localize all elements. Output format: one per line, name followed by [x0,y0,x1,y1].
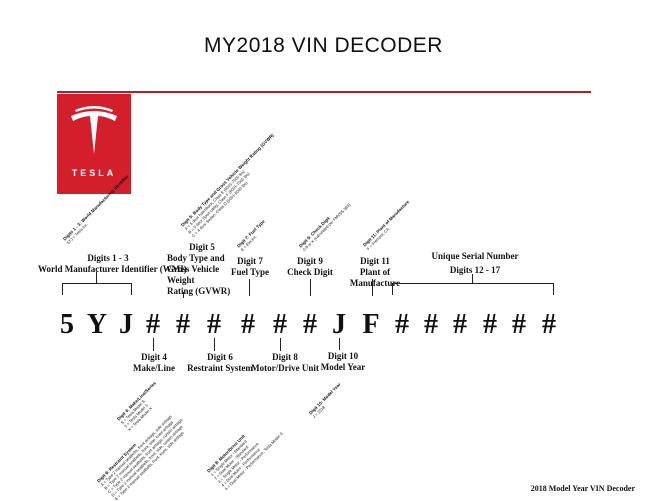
label-digit-11-desc: Plant of Manufacture [349,267,401,288]
page-title: MY2018 VIN DECODER [204,34,443,57]
note-digit-7: Digit 7: Fuel Type E = Electric [236,219,269,252]
connector-digit-8 [280,338,281,351]
connector-digit-7 [249,279,250,296]
note-digit-10: Digit 10: Model Year J = 2018 [308,382,345,419]
vin-char-9: # [303,309,317,340]
note-digit-5: Digit 5: Body Type and Gross Vehicle Wei… [180,133,285,238]
tesla-t-icon [71,106,117,154]
note-digit-11-heading: Digit 11: Plant of Manufacture [362,199,411,248]
vin-char-6: # [207,309,221,340]
note-digit-10-heading: Digit 10: Model Year [308,381,342,416]
label-digit-5: Digit 5 Body Type and Gross Vehicle Weig… [167,242,237,297]
label-wmi: Digits 1 - 3 World Manufacturer Identifi… [38,253,187,275]
vin-char-13: # [424,309,438,340]
label-digit-9-desc: Check Digit [287,267,333,277]
label-digit-5-line4: Rating (GVWR) [167,286,231,296]
connector-serial [472,274,473,283]
label-digit-8: Digit 8 Motor/Drive Unit [250,352,320,374]
vin-char-15: # [483,309,497,340]
label-digit-7: Digit 7 Fuel Type [225,256,275,278]
label-digit-7-title: Digit 7 [237,256,263,266]
note-digit-9-heading: Digit 9: Check Digit [298,215,331,249]
label-digit-9: Digit 9 Check Digit [285,256,335,278]
label-serial: Unique Serial Number Digits 12 - 17 [415,251,535,276]
note-digit-5-line3: C = 4 door Sedan, Class D (5001-6000 lbs… [190,180,249,239]
connector-wmi [96,272,97,283]
note-digit-9-line1: 0-9 or X (calculated per FMVSS 565) [301,202,352,253]
vin-char-2: Y [86,309,108,340]
label-wmi-desc: World Manufacturer Identifier (WMI) [38,264,187,274]
vin-char-5: # [176,309,190,340]
connector-digit-4 [153,338,154,351]
label-digit-5-line2: Gross Vehicle [167,264,220,274]
vin-char-14: # [453,309,467,340]
label-digit-6: Digit 6 Restraint System [180,352,260,374]
note-digit-11: Digit 11: Plant of Manufacture F = Fremo… [362,199,414,251]
note-digit-9: Digit 9: Check Digit 0-9 or X (calculate… [298,199,351,252]
label-digit-5-title: Digit 5 [189,242,215,252]
title-rule [57,91,591,93]
label-serial-title: Unique Serial Number [431,251,519,261]
connector-digit-5 [183,292,184,298]
connector-digit-10 [339,338,340,350]
connector-digit-11 [372,279,373,296]
bracket-serial-right [553,283,554,295]
bracket-wmi-left [62,283,63,295]
label-digit-4-title: Digit 4 [141,352,167,362]
label-digit-10-title: Digit 10 [327,351,359,361]
tesla-logo: TESLA [57,94,131,194]
logo-wordmark: TESLA [71,168,117,178]
note-digit-6-line3: C = Type 2 manual seatbelts, front airba… [106,417,184,495]
label-digit-5-line3: Weight [167,275,195,285]
vin-char-4: # [146,309,160,340]
note-digit-5-line1: A = 5 door hatchback, Class E (6001-7000… [183,168,246,232]
vin-char-17: # [542,309,556,340]
bracket-serial-left [392,283,393,295]
bracket-wmi-right [131,283,132,295]
label-digit-4: Digit 4 Make/Line [128,352,180,374]
vin-char-11: F [362,309,380,340]
note-digit-6: Digit 6: Restraint System A = Type 2 man… [96,407,191,501]
vin-char-7: # [241,309,255,340]
label-digit-10: Digit 10 Model Year [315,351,371,373]
label-digit-11: Digit 11 Plant of Manufacture [335,256,415,289]
label-digit-7-desc: Fuel Type [231,267,269,277]
label-digit-11-title: Digit 11 [360,256,390,266]
label-digit-10-desc: Model Year [320,362,366,372]
vin-char-16: # [512,309,526,340]
label-digit-9-title: Digit 9 [297,256,323,266]
vin-char-8: # [273,309,287,340]
label-digit-5-line1: Body Type and [167,253,225,263]
bracket-serial [392,283,554,284]
connector-digit-6 [214,338,215,351]
label-serial-desc: Digits 12 - 17 [449,265,501,275]
vin-char-10: J [332,309,346,340]
note-digit-6-line2: B = Type 2 manual seatbelts, front, side… [103,419,175,491]
note-digit-8: Digit 8: Motor/Drive Unit 1 = Single Mot… [206,413,284,491]
vin-char-1: 5 [60,309,74,340]
label-digit-6-title: Digit 6 [207,352,233,362]
label-wmi-title: Digits 1 - 3 [87,253,129,263]
footer-caption: 2018 Model Year VIN Decoder [530,484,635,493]
bracket-wmi [62,283,132,284]
label-digit-8-desc: Motor/Drive Unit [251,363,319,373]
label-digit-6-desc: Restraint System [187,363,253,373]
label-digit-8-title: Digit 8 [272,352,298,362]
vin-char-12: # [395,309,409,340]
vin-char-3: J [119,309,133,340]
note-digit-5-heading: Digit 5: Body Type and Gross Vehicle Wei… [180,132,275,228]
note-digit-5-line2: B = 5 door Sport Utility, Class F (6001-… [187,171,251,235]
note-digit-11-line1: F = Fremont, CA [365,226,391,252]
label-digit-4-desc: Make/Line [133,363,175,373]
connector-digit-9 [310,279,311,296]
